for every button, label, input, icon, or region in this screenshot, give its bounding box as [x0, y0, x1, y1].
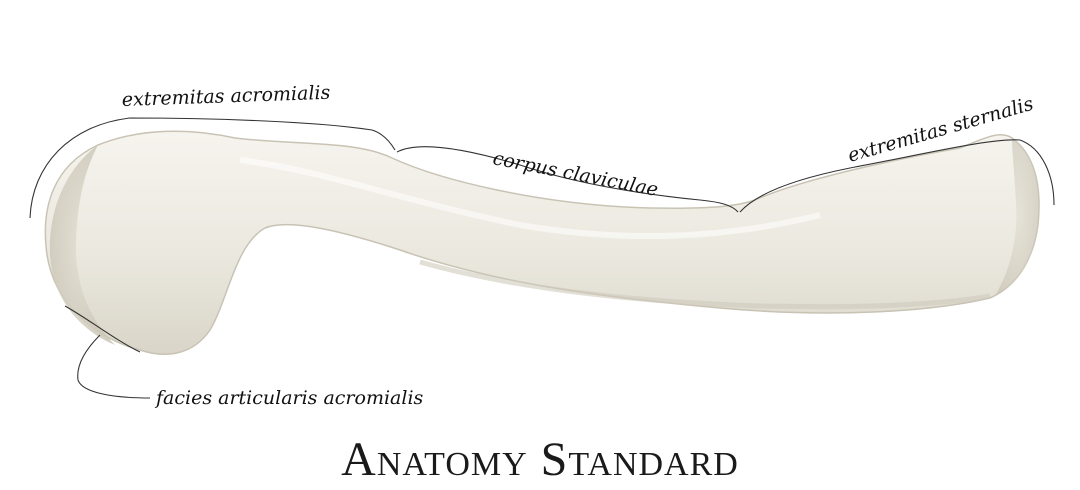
body-bracket: [396, 146, 739, 213]
body-ridge: [239, 157, 821, 240]
label-acromial-end: extremitas acromialis: [121, 82, 330, 111]
label-acromial-facet: facies articularis acromialis: [154, 387, 424, 409]
leader-lines: [29, 117, 1055, 399]
brand-title: Anatomy Standard: [341, 433, 739, 486]
sternal-end-shading: [995, 138, 1040, 296]
acromial-end-bracket: [29, 117, 396, 219]
acromial-facet-bracket: [64, 305, 151, 399]
sternal-end-bracket: [739, 139, 1055, 213]
acromial-end-shading: [49, 145, 115, 345]
body-lower-shadow: [419, 259, 991, 310]
label-body: corpus claviculae: [491, 147, 660, 201]
clavicle-bone: [44, 130, 1040, 355]
bone-shape: [44, 130, 1040, 355]
